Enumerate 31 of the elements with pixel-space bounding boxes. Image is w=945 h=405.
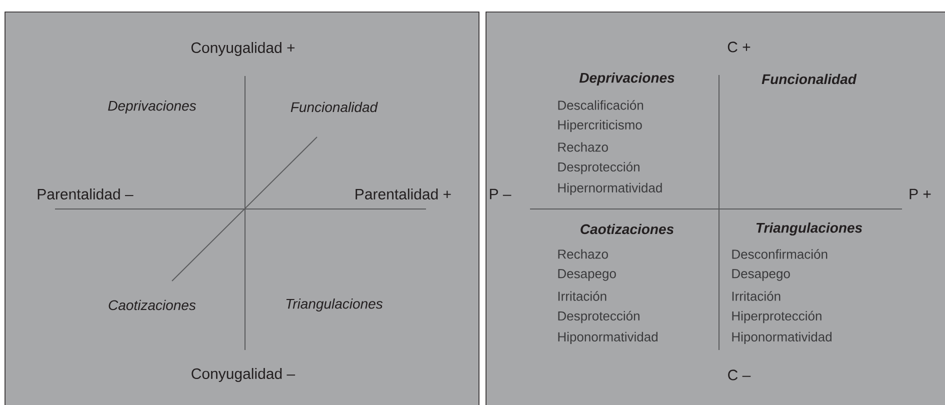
list-item: Rechazo [558, 249, 608, 259]
axis-label: Parentalidad + [356, 188, 451, 200]
axis-label: P + [910, 188, 931, 200]
list-item: Hiponormatividad [558, 332, 658, 344]
axis-label: P – [490, 188, 512, 200]
axis-label: C – [728, 370, 751, 380]
list-item: Irritación [732, 291, 780, 301]
list-item: Desprotección [558, 162, 640, 174]
axis-label: Conyugalidad + [191, 42, 295, 56]
quadrant-label: Triangulaciones [286, 298, 383, 312]
list-item: Hipercriticismo [558, 120, 642, 132]
list-item: Hiperprotección [732, 310, 822, 324]
list-item: Desapego [558, 269, 616, 281]
list-item: Descalificación [558, 100, 644, 110]
quadrant-heading: Triangulaciones [756, 222, 862, 236]
list-item: Rechazo [558, 142, 608, 152]
list-item: Desconfirmación [732, 249, 828, 259]
quadrant-heading: Deprivaciones [579, 72, 674, 86]
axis-label: Conyugalidad – [192, 368, 296, 382]
axis-label: C + [728, 42, 750, 52]
list-item: Irritación [558, 291, 606, 301]
quadrant-label: Deprivaciones [108, 100, 196, 114]
quadrant-heading: Caotizaciones [580, 224, 674, 234]
quadrant-label: Funcionalidad [290, 102, 378, 112]
list-item: Desapego [732, 269, 790, 281]
quadrant-heading: Funcionalidad [762, 74, 857, 84]
axis-label: Parentalidad – [38, 188, 134, 200]
quadrant-label: Caotizaciones [108, 300, 196, 310]
list-item: Hipernormatividad [558, 182, 662, 196]
list-item: Hiponormatividad [732, 332, 832, 344]
list-item: Desprotección [558, 310, 640, 324]
